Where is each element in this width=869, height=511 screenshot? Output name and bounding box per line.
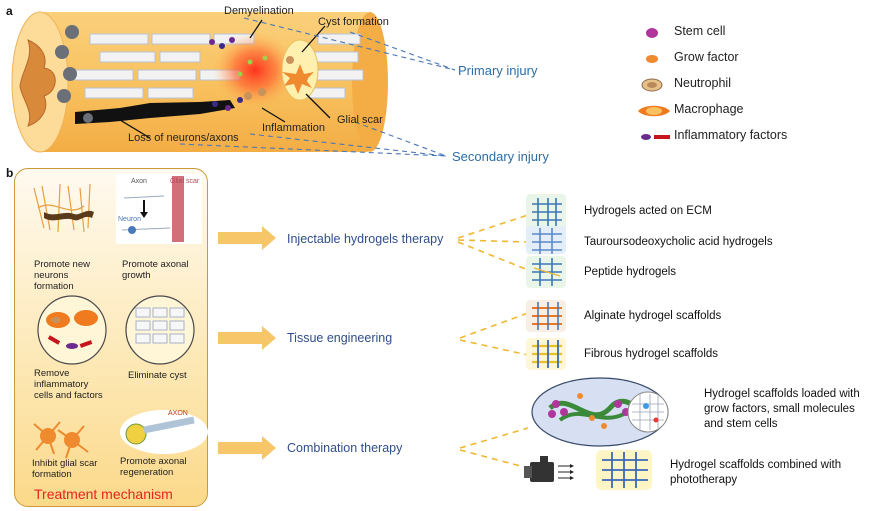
glial-scar-icon [282, 64, 314, 94]
mechanism-label-new-neurons: Promote new neurons formation [34, 259, 90, 292]
item-fibrous-scaffolds: Fibrous hydrogel scaffolds [584, 348, 719, 360]
glial-processes-icon [33, 421, 89, 459]
inflammatory-circle [37, 295, 107, 365]
inflammation-label: Inflammation [262, 122, 325, 134]
neuron-soma-icon [125, 423, 147, 445]
dashed-connectors [457, 214, 529, 469]
cord-end-right [352, 12, 388, 152]
neuron-inset-label: Neuron [118, 216, 141, 223]
photo-scaffold-icon [596, 450, 652, 490]
legend: Stem cell Grow factor Neutrophil Macroph… [638, 22, 840, 152]
fibrous-scaffold-icon [526, 338, 566, 370]
neutrophil-icon [641, 78, 663, 92]
glial-scar-bar-icon [172, 176, 184, 242]
myelin-sheaths [74, 33, 364, 99]
mechanism-label-eliminate-cyst: Eliminate cyst [128, 370, 187, 381]
legend-label: Inflammatory factors [674, 128, 788, 142]
damaged-axon [75, 100, 235, 124]
injury-site [213, 32, 297, 108]
hydrogel-tudca-icon [526, 226, 566, 254]
stem-cell-icon [646, 28, 658, 38]
leader-lines [119, 19, 331, 139]
mechanism-label-remove-inflammatory: Remove inflammatory cells and factors [34, 368, 103, 401]
item-alginate-scaffolds: Alginate hydrogel scaffolds [584, 310, 722, 322]
axon-regen-inset-label: AXON [168, 410, 188, 417]
legend-label: Neutrophil [674, 76, 731, 90]
myelin-icon [135, 307, 185, 344]
neurons-formation-icon [33, 183, 91, 233]
neuron-cells [55, 25, 93, 123]
legend-label: Stem cell [674, 24, 726, 38]
hydrogel-peptide-icon [526, 256, 566, 288]
therapy-arrows [218, 214, 529, 469]
item-loaded-scaffolds: Hydrogel scaffolds loaded with grow fact… [704, 388, 860, 430]
legend-label: Grow factor [674, 50, 739, 64]
neuron-cell-icon [128, 226, 136, 234]
injury-dash-lines [179, 17, 456, 157]
secondary-injury-label: Secondary injury [452, 149, 549, 164]
panel-a-letter: a [6, 4, 13, 18]
therapy-combination: Combination therapy [287, 441, 403, 455]
hydrogel-ecm-icon [526, 194, 566, 232]
legend-item-inflammatory-factors: Inflammatory factors [640, 126, 840, 152]
loss-of-neurons-label: Loss of neurons/axons [128, 132, 239, 144]
mechanism-label-axonal-growth: Promote axonal growth [122, 259, 189, 281]
therapy-injectable-hydrogels: Injectable hydrogels therapy [287, 232, 444, 246]
inflammatory-factors-icon [641, 134, 670, 140]
cyst-formation-label: Cyst formation [318, 16, 389, 28]
neuron-body-icon [44, 210, 94, 221]
loaded-scaffold-icon [531, 377, 669, 447]
mechanism-label-axonal-regeneration: Promote axonal regeneration [120, 456, 187, 478]
axon-inset-label: Axon [131, 178, 147, 185]
therapy-tissue-engineering: Tissue engineering [287, 331, 393, 345]
treatment-mechanism-title: Treatment mechanism [34, 486, 173, 502]
grow-factor-icon [646, 55, 658, 63]
item-tudca-hydrogels: Tauroursodeoxycholic acid hydrogels [584, 236, 773, 248]
legend-item-grow-factor: Grow factor [640, 48, 840, 74]
legend-item-stem-cell: Stem cell [640, 22, 840, 48]
legend-item-macrophage: Macrophage [638, 100, 840, 126]
glial-scar-label: Glial scar [337, 114, 383, 126]
block-arrows [218, 226, 276, 460]
hydrogel-icons [524, 194, 669, 490]
legend-label: Macrophage [674, 102, 744, 116]
grey-matter-icon [19, 39, 56, 127]
glial-scar-inset-label: Glial scar [170, 178, 200, 185]
legend-item-neutrophil: Neutrophil [640, 74, 840, 100]
spinal-cord-illustration [11, 11, 456, 157]
mechanism-label-glial-scar: Inhibit glial scar formation [32, 458, 98, 480]
item-phototherapy-scaffolds: Hydrogel scaffolds combined with phototh… [670, 459, 842, 486]
demyelination-label: Demyelination [224, 5, 294, 17]
item-hydrogels-ecm: Hydrogels acted on ECM [584, 205, 712, 217]
phototherapy-device-icon [524, 456, 574, 482]
axon-icon [143, 416, 195, 434]
mechanism-illustrations [33, 174, 208, 459]
macrophage-icon [638, 105, 670, 117]
panel-b-letter: b [6, 166, 14, 180]
primary-injury-label: Primary injury [458, 63, 538, 78]
alginate-scaffold-icon [526, 300, 566, 332]
item-peptide-hydrogels: Peptide hydrogels [584, 266, 677, 278]
